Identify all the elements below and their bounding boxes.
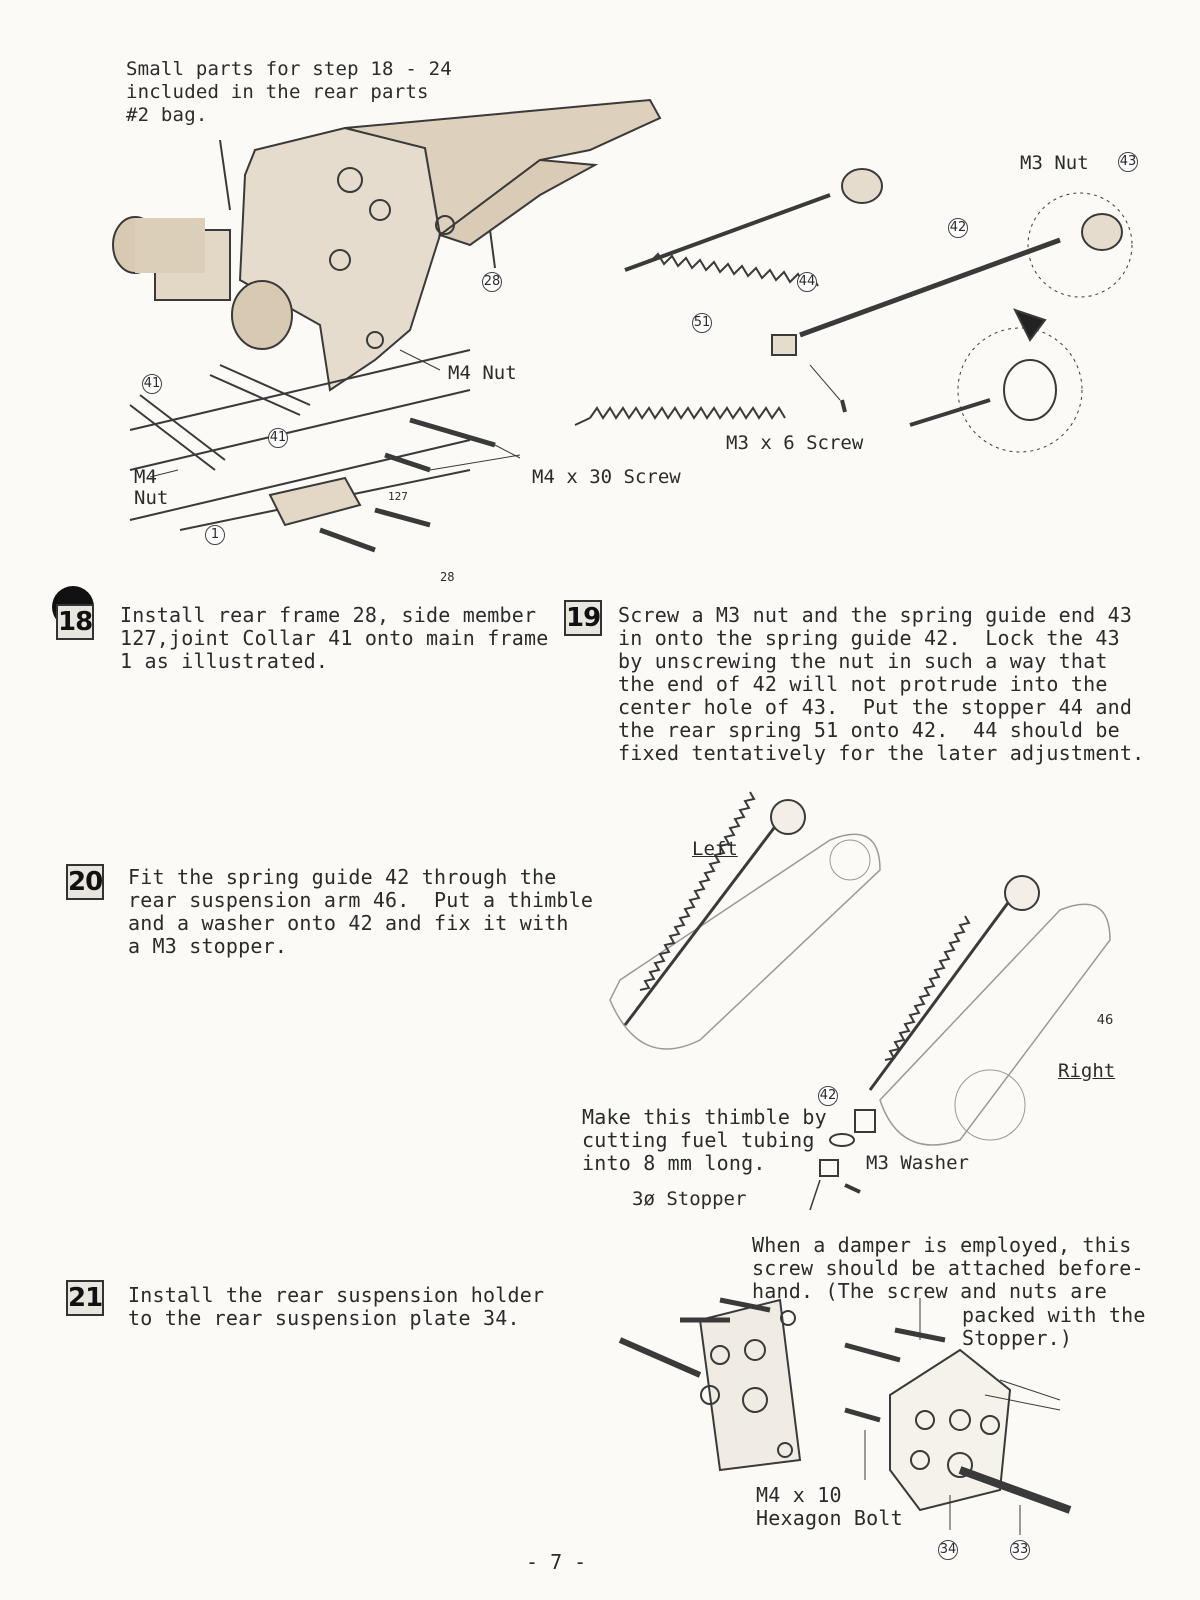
thimble-note: Make this thimble by cutting fuel tubing… <box>582 1105 827 1175</box>
right-label: Right <box>1058 1060 1116 1082</box>
callout-41: 41 <box>142 374 162 394</box>
step-18-text: Install rear frame 28, side member 127,j… <box>120 603 549 673</box>
damper-note: When a damper is employed, this screw sh… <box>752 1233 1144 1303</box>
callout-42b: 42 <box>818 1086 838 1106</box>
callout-44: 44 <box>797 272 817 292</box>
m3x6-screw-label: M3 x 6 Screw <box>726 432 864 454</box>
step-21-number: 21 <box>66 1280 104 1316</box>
step-18-number: 18 <box>56 604 94 640</box>
damper-note-continued: packed with the Stopper.) <box>962 1303 1146 1350</box>
callout-28: 28 <box>482 272 502 292</box>
callout-41b: 41 <box>268 428 288 448</box>
m4x10-bolt-label: M4 x 10 Hexagon Bolt <box>756 1483 903 1530</box>
stopper-label: 3ø Stopper <box>632 1188 747 1210</box>
m4-nut-left-label: M4 Nut <box>134 466 169 509</box>
step-21-text: Install the rear suspension holder to th… <box>128 1283 545 1330</box>
m3-washer-label: M3 Washer <box>866 1152 969 1174</box>
suspension-plate-drawing <box>618 1297 1072 1535</box>
callout-1: 1 <box>205 525 225 545</box>
step-20-number: 20 <box>66 864 104 900</box>
step-19-text: Screw a M3 nut and the spring guide end … <box>618 603 1145 765</box>
small-parts-note: Small parts for step 18 - 24 included in… <box>126 58 452 126</box>
m3-nut-label: M3 Nut <box>1020 152 1089 174</box>
m4x30-screw-label: M4 x 30 Screw <box>532 466 681 488</box>
suspension-arm-drawing <box>609 791 1111 1211</box>
callout-46: 46 <box>1096 1013 1114 1028</box>
callout-34: 34 <box>938 1540 958 1560</box>
left-label: Left <box>692 838 738 860</box>
callout-43: 43 <box>1118 152 1138 172</box>
m4-nut-label: M4 Nut <box>448 362 517 384</box>
callout-42: 42 <box>948 218 968 238</box>
page-number: - 7 - <box>526 1550 587 1574</box>
rear-frame-drawing <box>112 98 662 553</box>
callout-28b: 28 <box>440 570 455 584</box>
callout-51: 51 <box>692 313 712 333</box>
callout-127: 127 <box>388 490 408 503</box>
step-20-text: Fit the spring guide 42 through the rear… <box>128 865 594 958</box>
spring-guide-drawing <box>574 168 1133 453</box>
callout-33: 33 <box>1010 1540 1030 1560</box>
step-19-number: 19 <box>564 600 602 636</box>
